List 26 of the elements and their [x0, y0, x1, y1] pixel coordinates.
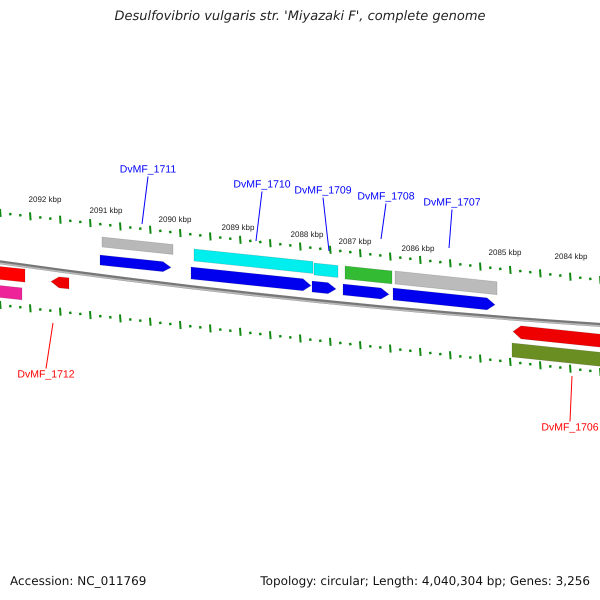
- gene-label: DvMF_1709: [294, 184, 352, 198]
- leader-line: [322, 197, 330, 252]
- scale-label: 2090 kbp: [158, 215, 192, 225]
- accession-label: Accession: NC_011769: [10, 574, 146, 588]
- leader-line: [46, 322, 54, 369]
- gene-label: DvMF_1707: [423, 196, 481, 210]
- leader-line: [570, 376, 572, 422]
- gene-label: DvMF_1710: [233, 178, 291, 192]
- scale-label: 2092 kbp: [28, 195, 62, 205]
- gene-label: DvMF_1711: [120, 164, 176, 176]
- gene-label: DvMF_1712: [17, 368, 75, 382]
- gene-label: DvMF_1706: [541, 422, 599, 434]
- diagram-title: Desulfovibrio vulgaris str. 'Miyazaki F', complete genome: [113, 9, 487, 24]
- genome-summary: Topology: circular; Length: 4,040,304 bp; Genes: 3,256: [260, 574, 590, 588]
- scale-label: 2088 kbp: [290, 230, 324, 240]
- scale-label: 2089 kbp: [222, 223, 254, 233]
- leader-line: [256, 191, 262, 242]
- scale-label: 2086 kbp: [402, 244, 434, 254]
- leader-line: [448, 209, 452, 248]
- leader-line: [380, 203, 386, 240]
- scale-label: 2084 kbp: [554, 252, 588, 262]
- leader-line: [142, 176, 148, 224]
- scale-label: 2085 kbp: [488, 248, 522, 258]
- scale-label: 2087 kbp: [338, 237, 372, 247]
- scale-label: 2091 kbp: [90, 206, 122, 216]
- gene-label: DvMF_1708: [357, 190, 415, 204]
